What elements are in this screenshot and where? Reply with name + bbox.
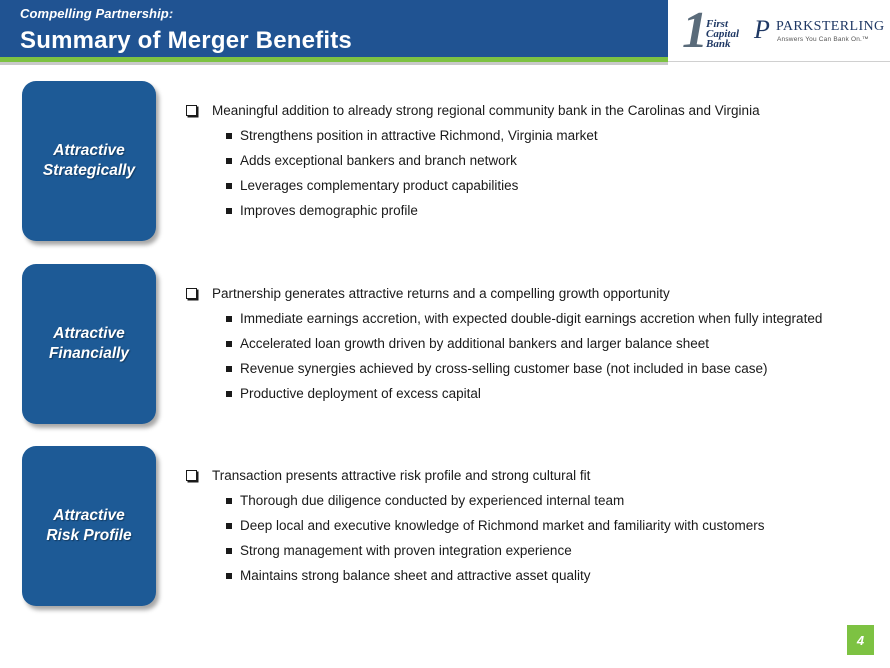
- square-bullet-icon: [226, 316, 232, 322]
- square-bullet-icon: [226, 183, 232, 189]
- slide-title: Summary of Merger Benefits: [20, 27, 352, 54]
- header-gray-rule: [0, 62, 668, 65]
- park-sterling-wordmark: PARKSTERLING: [776, 19, 885, 34]
- main-point: Transaction presents attractive risk pro…: [186, 467, 872, 485]
- main-point: Meaningful addition to already strong re…: [186, 102, 872, 120]
- slide-header: Compelling Partnership: Summary of Merge…: [0, 0, 890, 66]
- list-item-text: Strong management with proven integratio…: [240, 543, 572, 558]
- list-item: Thorough due diligence conducted by expe…: [186, 492, 872, 510]
- list-item: Leverages complementary product capabili…: [186, 177, 872, 195]
- list-item-text: Maintains strong balance sheet and attra…: [240, 568, 591, 583]
- list-item: Immediate earnings accretion, with expec…: [186, 310, 872, 328]
- section-content: Transaction presents attractive risk pro…: [186, 467, 872, 592]
- category-pill-strategic: Attractive Strategically: [22, 81, 156, 241]
- list-item-text: Leverages complementary product capabili…: [240, 178, 519, 193]
- category-label: Attractive Financially: [48, 325, 130, 362]
- first-capital-numeral: 1: [682, 2, 708, 59]
- section-content: Meaningful addition to already strong re…: [186, 102, 872, 227]
- list-item-text: Revenue synergies achieved by cross-sell…: [240, 361, 768, 376]
- page-number: 4: [847, 625, 874, 655]
- list-item: Strong management with proven integratio…: [186, 542, 872, 560]
- main-point: Partnership generates attractive returns…: [186, 285, 872, 303]
- checkbox-bullet-icon: [186, 105, 197, 116]
- list-item: Adds exceptional bankers and branch netw…: [186, 152, 872, 170]
- park-sterling-logo: P PARKSTERLING Answers You Can Bank On.™: [754, 17, 886, 47]
- sub-bullet-list: Thorough due diligence conducted by expe…: [186, 492, 872, 585]
- slide-kicker: Compelling Partnership:: [20, 6, 174, 21]
- category-pill-risk: Attractive Risk Profile: [22, 446, 156, 606]
- main-point-text: Meaningful addition to already strong re…: [212, 103, 760, 118]
- square-bullet-icon: [226, 391, 232, 397]
- list-item-text: Adds exceptional bankers and branch netw…: [240, 153, 517, 168]
- list-item: Strengthens position in attractive Richm…: [186, 127, 872, 145]
- sub-bullet-list: Strengthens position in attractive Richm…: [186, 127, 872, 220]
- first-capital-bank-logo: 1 First Capital Bank: [678, 2, 742, 59]
- checkbox-bullet-icon: [186, 470, 197, 481]
- park-sterling-tagline: Answers You Can Bank On.™: [777, 36, 869, 43]
- list-item-text: Productive deployment of excess capital: [240, 386, 481, 401]
- category-pill-financial: Attractive Financially: [22, 264, 156, 424]
- list-item: Revenue synergies achieved by cross-sell…: [186, 360, 872, 378]
- list-item-text: Immediate earnings accretion, with expec…: [240, 311, 823, 326]
- square-bullet-icon: [226, 523, 232, 529]
- square-bullet-icon: [226, 208, 232, 214]
- section-content: Partnership generates attractive returns…: [186, 285, 872, 410]
- header-band: [0, 0, 668, 57]
- list-item: Accelerated loan growth driven by additi…: [186, 335, 872, 353]
- list-item-text: Improves demographic profile: [240, 203, 418, 218]
- list-item-text: Thorough due diligence conducted by expe…: [240, 493, 625, 508]
- list-item: Deep local and executive knowledge of Ri…: [186, 517, 872, 535]
- first-capital-wordmark: First Capital Bank: [706, 18, 740, 50]
- logo-area: 1 First Capital Bank P PARKSTERLING Answ…: [668, 0, 890, 62]
- square-bullet-icon: [226, 366, 232, 372]
- square-bullet-icon: [226, 133, 232, 139]
- square-bullet-icon: [226, 573, 232, 579]
- list-item-text: Strengthens position in attractive Richm…: [240, 128, 598, 143]
- main-point-text: Partnership generates attractive returns…: [212, 286, 670, 301]
- square-bullet-icon: [226, 158, 232, 164]
- main-point-text: Transaction presents attractive risk pro…: [212, 468, 591, 483]
- square-bullet-icon: [226, 341, 232, 347]
- square-bullet-icon: [226, 498, 232, 504]
- park-sterling-mark: P: [754, 15, 770, 44]
- category-label: Attractive Risk Profile: [46, 507, 132, 544]
- checkbox-bullet-icon: [186, 288, 197, 299]
- list-item: Maintains strong balance sheet and attra…: [186, 567, 872, 585]
- header-green-rule: [0, 57, 668, 62]
- list-item-text: Deep local and executive knowledge of Ri…: [240, 518, 765, 533]
- list-item: Improves demographic profile: [186, 202, 872, 220]
- square-bullet-icon: [226, 548, 232, 554]
- list-item-text: Accelerated loan growth driven by additi…: [240, 336, 710, 351]
- sub-bullet-list: Immediate earnings accretion, with expec…: [186, 310, 872, 403]
- category-label: Attractive Strategically: [42, 142, 136, 179]
- list-item: Productive deployment of excess capital: [186, 385, 872, 403]
